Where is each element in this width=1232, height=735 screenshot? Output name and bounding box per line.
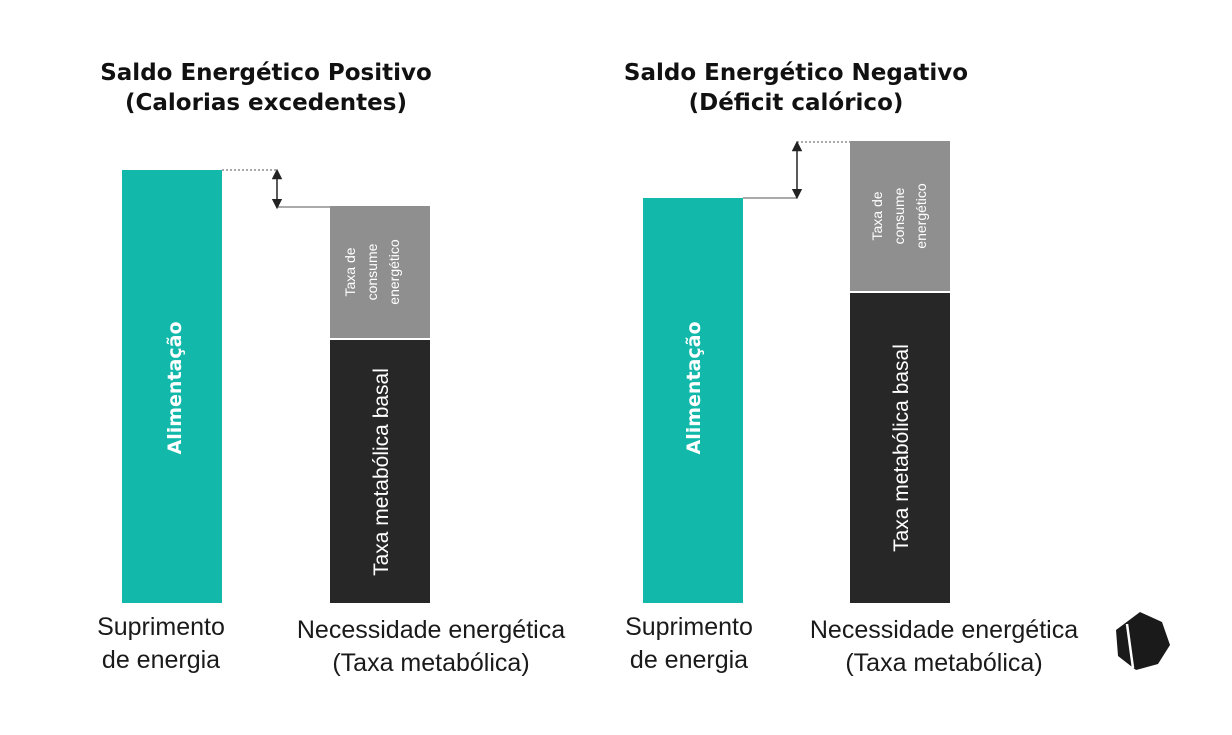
positive-consumption-label-line3: energético [386, 239, 402, 305]
negative-food-bar-label: Alimentação [683, 322, 705, 455]
negative-consumption-label-line2: consume [891, 187, 907, 244]
positive-title-line1: Saldo Energético Positivo [100, 60, 432, 86]
negative-consumption-segment [850, 141, 950, 291]
positive-need-caption-line1: Necessidade energética [297, 616, 565, 644]
positive-food-bar [122, 170, 222, 603]
positive-consumption-label-line2: consume [364, 243, 380, 300]
negative-title-line2: (Déficit calórico) [689, 90, 904, 116]
negative-supply-caption-line1: Suprimento [625, 613, 753, 641]
positive-basal-segment [330, 340, 430, 603]
negative-balance-panel: Saldo Energético Negativo (Déficit calór… [624, 60, 1078, 677]
negative-basal-label: Taxa metabólica basal [890, 344, 913, 552]
positive-need-caption-line2: (Taxa metabólica) [332, 649, 529, 677]
negative-supply-caption-line2: de energia [630, 646, 748, 674]
negative-consumption-label-line1: Taxa de [869, 191, 885, 240]
negative-food-bar [643, 198, 743, 603]
positive-balance-panel: Saldo Energético Positivo (Calorias exce… [97, 60, 565, 677]
heptagon-logo-icon [1116, 612, 1170, 670]
positive-title-line2: (Calorias excedentes) [125, 90, 407, 116]
negative-title-line1: Saldo Energético Negativo [624, 60, 968, 86]
negative-need-caption-line1: Necessidade energética [810, 616, 1078, 644]
positive-consumption-label-line1: Taxa de [342, 247, 358, 296]
positive-food-bar-label: Alimentação [164, 322, 186, 455]
negative-basal-segment [850, 293, 950, 603]
positive-basal-label: Taxa metabólica basal [370, 368, 393, 576]
positive-consumption-segment [330, 206, 430, 338]
negative-consumption-label-line3: energético [913, 183, 929, 249]
positive-supply-caption-line1: Suprimento [97, 613, 225, 641]
positive-supply-caption-line2: de energia [102, 646, 220, 674]
negative-need-caption-line2: (Taxa metabólica) [845, 649, 1042, 677]
